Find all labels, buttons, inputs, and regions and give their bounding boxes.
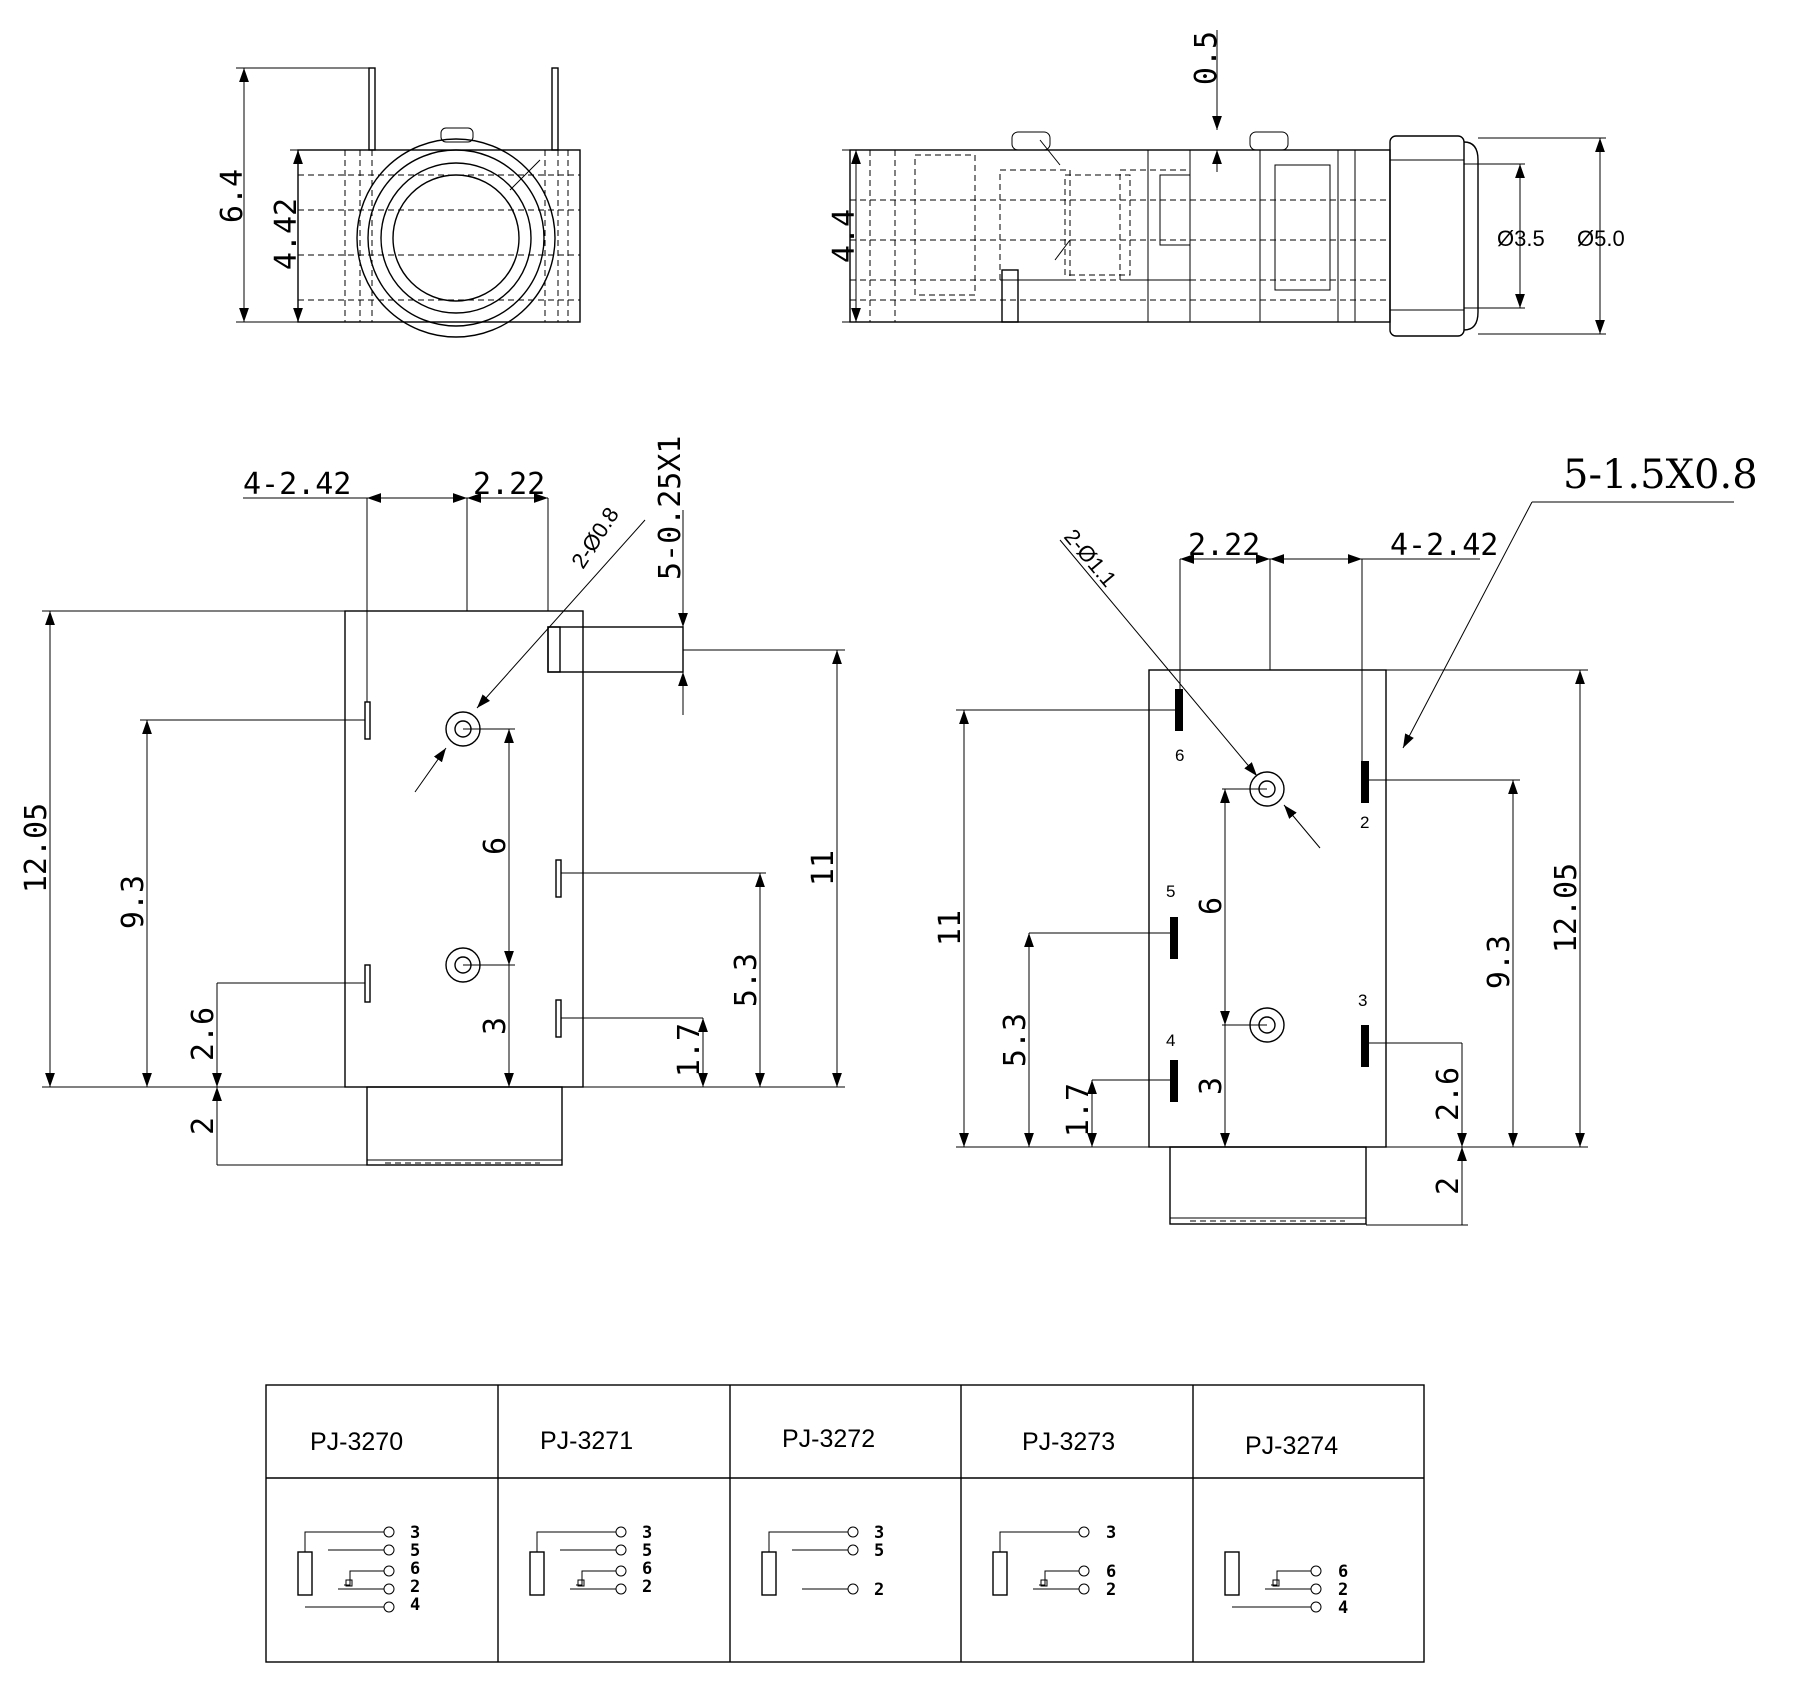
model-header-pj-3272: PJ-3272 xyxy=(782,1425,875,1453)
schematic-pj-3272: 3 5 2 xyxy=(761,1523,884,1600)
model-header-pj-3271: PJ-3271 xyxy=(540,1427,633,1455)
schematic-pj-3271: 3 5 6 2 xyxy=(529,1523,652,1597)
pcb-view-right: 6 2 5 3 4 2.22 4-2.42 2-Ø1.1 5-1.5X0.8 1… xyxy=(933,452,1758,1226)
model-header-pj-3270: PJ-3270 xyxy=(310,1428,403,1456)
dim-4-2-42-right: 4-2.42 xyxy=(1390,528,1498,563)
dim-2-22-right: 2.22 xyxy=(1188,528,1260,563)
schematic-pin-3: 3 xyxy=(1106,1523,1116,1543)
schematic-pj-3273: 3 6 2 xyxy=(992,1523,1116,1600)
schematic-pin-2: 2 xyxy=(1338,1580,1348,1600)
dim-11-left: 11 xyxy=(806,850,841,886)
dim-9-3-left: 9.3 xyxy=(116,875,151,929)
dim-5-3-right: 5.3 xyxy=(998,1013,1033,1067)
schematic-pin-5: 5 xyxy=(642,1541,652,1561)
dim-2-6-right: 2.6 xyxy=(1431,1067,1466,1121)
pin-number-6: 6 xyxy=(1175,746,1184,765)
dim-dia-3-5: Ø3.5 xyxy=(1497,226,1545,251)
schematic-pin-5: 5 xyxy=(410,1541,420,1561)
dim-5-3-left: 5.3 xyxy=(729,953,764,1007)
pin-label-5-0-25x1: 5-0.25X1 xyxy=(653,436,688,581)
dim-9-3-right: 9.3 xyxy=(1482,935,1517,989)
schematic-pin-2: 2 xyxy=(874,1580,884,1600)
schematic-pin-3: 3 xyxy=(874,1523,884,1543)
schematic-pin-5: 5 xyxy=(874,1541,884,1561)
models-table: PJ-3270 PJ-3271 PJ-3272 PJ-3273 PJ-3274 … xyxy=(265,1384,1425,1663)
dim-2-6-left: 2.6 xyxy=(186,1007,221,1061)
schematic-pin-2: 2 xyxy=(410,1577,420,1597)
hole-label-2-0-8: 2-Ø0.8 xyxy=(566,503,624,573)
dim-1-7-left: 1.7 xyxy=(672,1023,707,1077)
dim-6-left: 6 xyxy=(478,837,513,855)
dim-4-2-42: 4-2.42 xyxy=(243,467,351,502)
schematic-pin-6: 6 xyxy=(410,1559,420,1579)
dim-2-right: 2 xyxy=(1431,1177,1466,1195)
model-header-pj-3273: PJ-3273 xyxy=(1022,1428,1115,1456)
schematic-pin-3: 3 xyxy=(410,1523,420,1543)
schematic-pin-2: 2 xyxy=(642,1577,652,1597)
schematic-pin-2: 2 xyxy=(1106,1580,1116,1600)
pin-number-4: 4 xyxy=(1166,1031,1175,1050)
dim-0-5: 0.5 xyxy=(1189,31,1224,85)
pcb-view-left: 4-2.42 2.22 2-Ø0.8 5-0.25X1 12.05 9.3 2.… xyxy=(19,436,845,1166)
dim-6-right: 6 xyxy=(1194,897,1229,915)
dim-12-05-right: 12.05 xyxy=(1549,863,1584,953)
dim-dia-5-0: Ø5.0 xyxy=(1577,226,1625,251)
dim-1-7-right: 1.7 xyxy=(1061,1083,1096,1137)
dim-6-4: 6.4 xyxy=(215,169,250,223)
pad-label-5-1-5x0-8: 5-1.5X0.8 xyxy=(1563,452,1758,498)
schematic-pj-3274: 6 2 4 xyxy=(1224,1551,1348,1618)
dim-4-42: 4.42 xyxy=(269,198,304,270)
schematic-pin-4: 4 xyxy=(410,1595,420,1615)
dim-4-4: 4.4 xyxy=(827,209,862,263)
dim-3-right: 3 xyxy=(1194,1077,1229,1095)
schematic-pin-4: 4 xyxy=(1338,1598,1348,1618)
schematic-pin-6: 6 xyxy=(1106,1562,1116,1582)
dim-2-22: 2.22 xyxy=(473,467,545,502)
front-view: 6.4 4.42 xyxy=(215,67,581,338)
side-view: 0.5 4.4 Ø3.5 Ø5.0 xyxy=(827,30,1625,337)
schematic-pin-3: 3 xyxy=(642,1523,652,1543)
pin-number-2: 2 xyxy=(1360,813,1369,832)
pin-number-3: 3 xyxy=(1358,991,1367,1010)
dim-2-left: 2 xyxy=(186,1117,221,1135)
schematic-pin-6: 6 xyxy=(642,1559,652,1579)
schematic-pj-3270: 3 5 6 2 4 xyxy=(297,1523,420,1615)
dim-11-right: 11 xyxy=(933,910,968,946)
model-header-pj-3274: PJ-3274 xyxy=(1245,1432,1338,1460)
dim-12-05-left: 12.05 xyxy=(19,803,54,893)
hole-label-2-1-1: 2-Ø1.1 xyxy=(1059,524,1121,592)
pin-number-5: 5 xyxy=(1166,882,1175,901)
dim-3-left: 3 xyxy=(478,1017,513,1035)
schematic-pin-6: 6 xyxy=(1338,1562,1348,1582)
